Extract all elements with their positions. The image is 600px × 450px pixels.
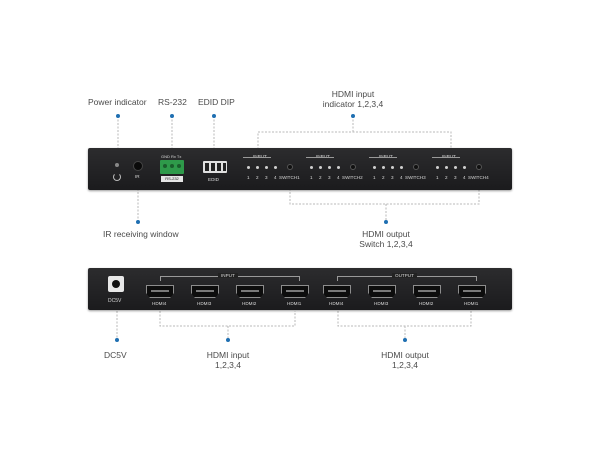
input-led bbox=[265, 166, 268, 169]
ir-label: IR bbox=[135, 174, 140, 179]
input-led bbox=[382, 166, 385, 169]
label-rs232: RS-232 bbox=[158, 97, 187, 107]
input-group-2: INPUT 1 2 3 4 SWITCH2 bbox=[304, 153, 364, 185]
led-number: 1 bbox=[310, 175, 313, 180]
hdmi-input-port-2[interactable] bbox=[236, 285, 264, 298]
led-number: 2 bbox=[382, 175, 385, 180]
led-number: 3 bbox=[328, 175, 331, 180]
label-ir-receiving-window: IR receiving window bbox=[103, 229, 179, 239]
callout-dot bbox=[136, 220, 140, 224]
switch-label-4: SWITCH4 bbox=[468, 175, 489, 180]
input-header: INPUT bbox=[316, 154, 330, 159]
edid-dip-switch[interactable] bbox=[203, 161, 227, 173]
callout-dot bbox=[351, 114, 355, 118]
callout-dot bbox=[212, 114, 216, 118]
input-led bbox=[319, 166, 322, 169]
led-number: 3 bbox=[391, 175, 394, 180]
led-number: 1 bbox=[247, 175, 250, 180]
rear-panel: DC5V INPUT OUTPUT HDMI4 HDMI3 HDMI2 HDMI… bbox=[88, 268, 512, 310]
hdmi-input-port-3[interactable] bbox=[191, 285, 219, 298]
hdmi-output-port-4[interactable] bbox=[323, 285, 351, 298]
label-hdmi-output: HDMI output 1,2,3,4 bbox=[381, 350, 429, 370]
callout-dot bbox=[226, 338, 230, 342]
led-number: 3 bbox=[265, 175, 268, 180]
switch-button-2[interactable] bbox=[350, 164, 356, 170]
label-hdmi-input-indicator: HDMI input indicator 1,2,3,4 bbox=[322, 89, 384, 109]
hdmi-output-port-1[interactable] bbox=[458, 285, 486, 298]
rs232-terminal bbox=[160, 160, 184, 174]
led-number: 4 bbox=[463, 175, 466, 180]
hdmi-input-label: HDMI4 bbox=[152, 301, 167, 306]
hdmi-input-port-4[interactable] bbox=[146, 285, 174, 298]
input-led bbox=[328, 166, 331, 169]
input-led bbox=[247, 166, 250, 169]
led-number: 1 bbox=[373, 175, 376, 180]
hdmi-output-label: HDMI1 bbox=[464, 301, 479, 306]
switch-label-1: SWITCH1 bbox=[279, 175, 300, 180]
front-panel: IR GND Rx Tx RS-232 EDID INPUT 1 2 3 4 S… bbox=[88, 148, 512, 190]
led-number: 4 bbox=[400, 175, 403, 180]
dc-label: DC5V bbox=[108, 298, 122, 304]
input-group-3: INPUT 1 2 3 4 SWITCH3 bbox=[367, 153, 427, 185]
rs232-pins-label: GND Rx Tx bbox=[161, 154, 182, 159]
led-number: 2 bbox=[319, 175, 322, 180]
callout-dot bbox=[403, 338, 407, 342]
led-number: 3 bbox=[454, 175, 457, 180]
callout-dot bbox=[116, 114, 120, 118]
label-hdmi-output-switch: HDMI output Switch 1,2,3,4 bbox=[359, 229, 413, 249]
rear-output-header: OUTPUT bbox=[392, 273, 417, 278]
input-header: INPUT bbox=[253, 154, 267, 159]
label-dc5v: DC5V bbox=[104, 350, 127, 360]
label-edid-dip: EDID DIP bbox=[198, 97, 235, 107]
power-led bbox=[115, 163, 119, 167]
hdmi-input-label: HDMI1 bbox=[287, 301, 302, 306]
input-led bbox=[463, 166, 466, 169]
switch-label-2: SWITCH2 bbox=[342, 175, 363, 180]
ir-window bbox=[133, 161, 143, 171]
input-led bbox=[274, 166, 277, 169]
callout-dot bbox=[384, 220, 388, 224]
label-power-indicator: Power indicator bbox=[88, 97, 147, 107]
input-led bbox=[256, 166, 259, 169]
led-number: 1 bbox=[436, 175, 439, 180]
hdmi-output-label: HDMI2 bbox=[419, 301, 434, 306]
callout-dot bbox=[170, 114, 174, 118]
input-led bbox=[400, 166, 403, 169]
hdmi-output-label: HDMI3 bbox=[374, 301, 389, 306]
hdmi-output-port-3[interactable] bbox=[368, 285, 396, 298]
input-header: INPUT bbox=[379, 154, 393, 159]
led-number: 2 bbox=[256, 175, 259, 180]
input-group-1: INPUT 1 2 3 4 SWITCH1 bbox=[241, 153, 301, 185]
input-header: INPUT bbox=[442, 154, 456, 159]
switch-button-4[interactable] bbox=[476, 164, 482, 170]
input-led bbox=[454, 166, 457, 169]
input-led bbox=[436, 166, 439, 169]
hdmi-output-label: HDMI4 bbox=[329, 301, 344, 306]
edid-label: EDID bbox=[208, 177, 219, 182]
switch-button-3[interactable] bbox=[413, 164, 419, 170]
rear-input-header: INPUT bbox=[218, 273, 238, 278]
hdmi-input-label: HDMI2 bbox=[242, 301, 257, 306]
input-led bbox=[337, 166, 340, 169]
switch-label-3: SWITCH3 bbox=[405, 175, 426, 180]
label-hdmi-input: HDMI input 1,2,3,4 bbox=[206, 350, 250, 370]
led-number: 4 bbox=[337, 175, 340, 180]
power-icon bbox=[113, 173, 121, 181]
input-group-4: INPUT 1 2 3 4 SWITCH4 bbox=[430, 153, 494, 185]
hdmi-output-port-2[interactable] bbox=[413, 285, 441, 298]
switch-button-1[interactable] bbox=[287, 164, 293, 170]
led-number: 2 bbox=[445, 175, 448, 180]
led-number: 4 bbox=[274, 175, 277, 180]
callout-dot bbox=[115, 338, 119, 342]
hdmi-input-port-1[interactable] bbox=[281, 285, 309, 298]
input-led bbox=[445, 166, 448, 169]
input-led bbox=[391, 166, 394, 169]
input-led bbox=[310, 166, 313, 169]
dc-jack[interactable] bbox=[108, 276, 124, 292]
hdmi-input-label: HDMI3 bbox=[197, 301, 212, 306]
input-led bbox=[373, 166, 376, 169]
rs232-tag: RS-232 bbox=[161, 176, 183, 182]
